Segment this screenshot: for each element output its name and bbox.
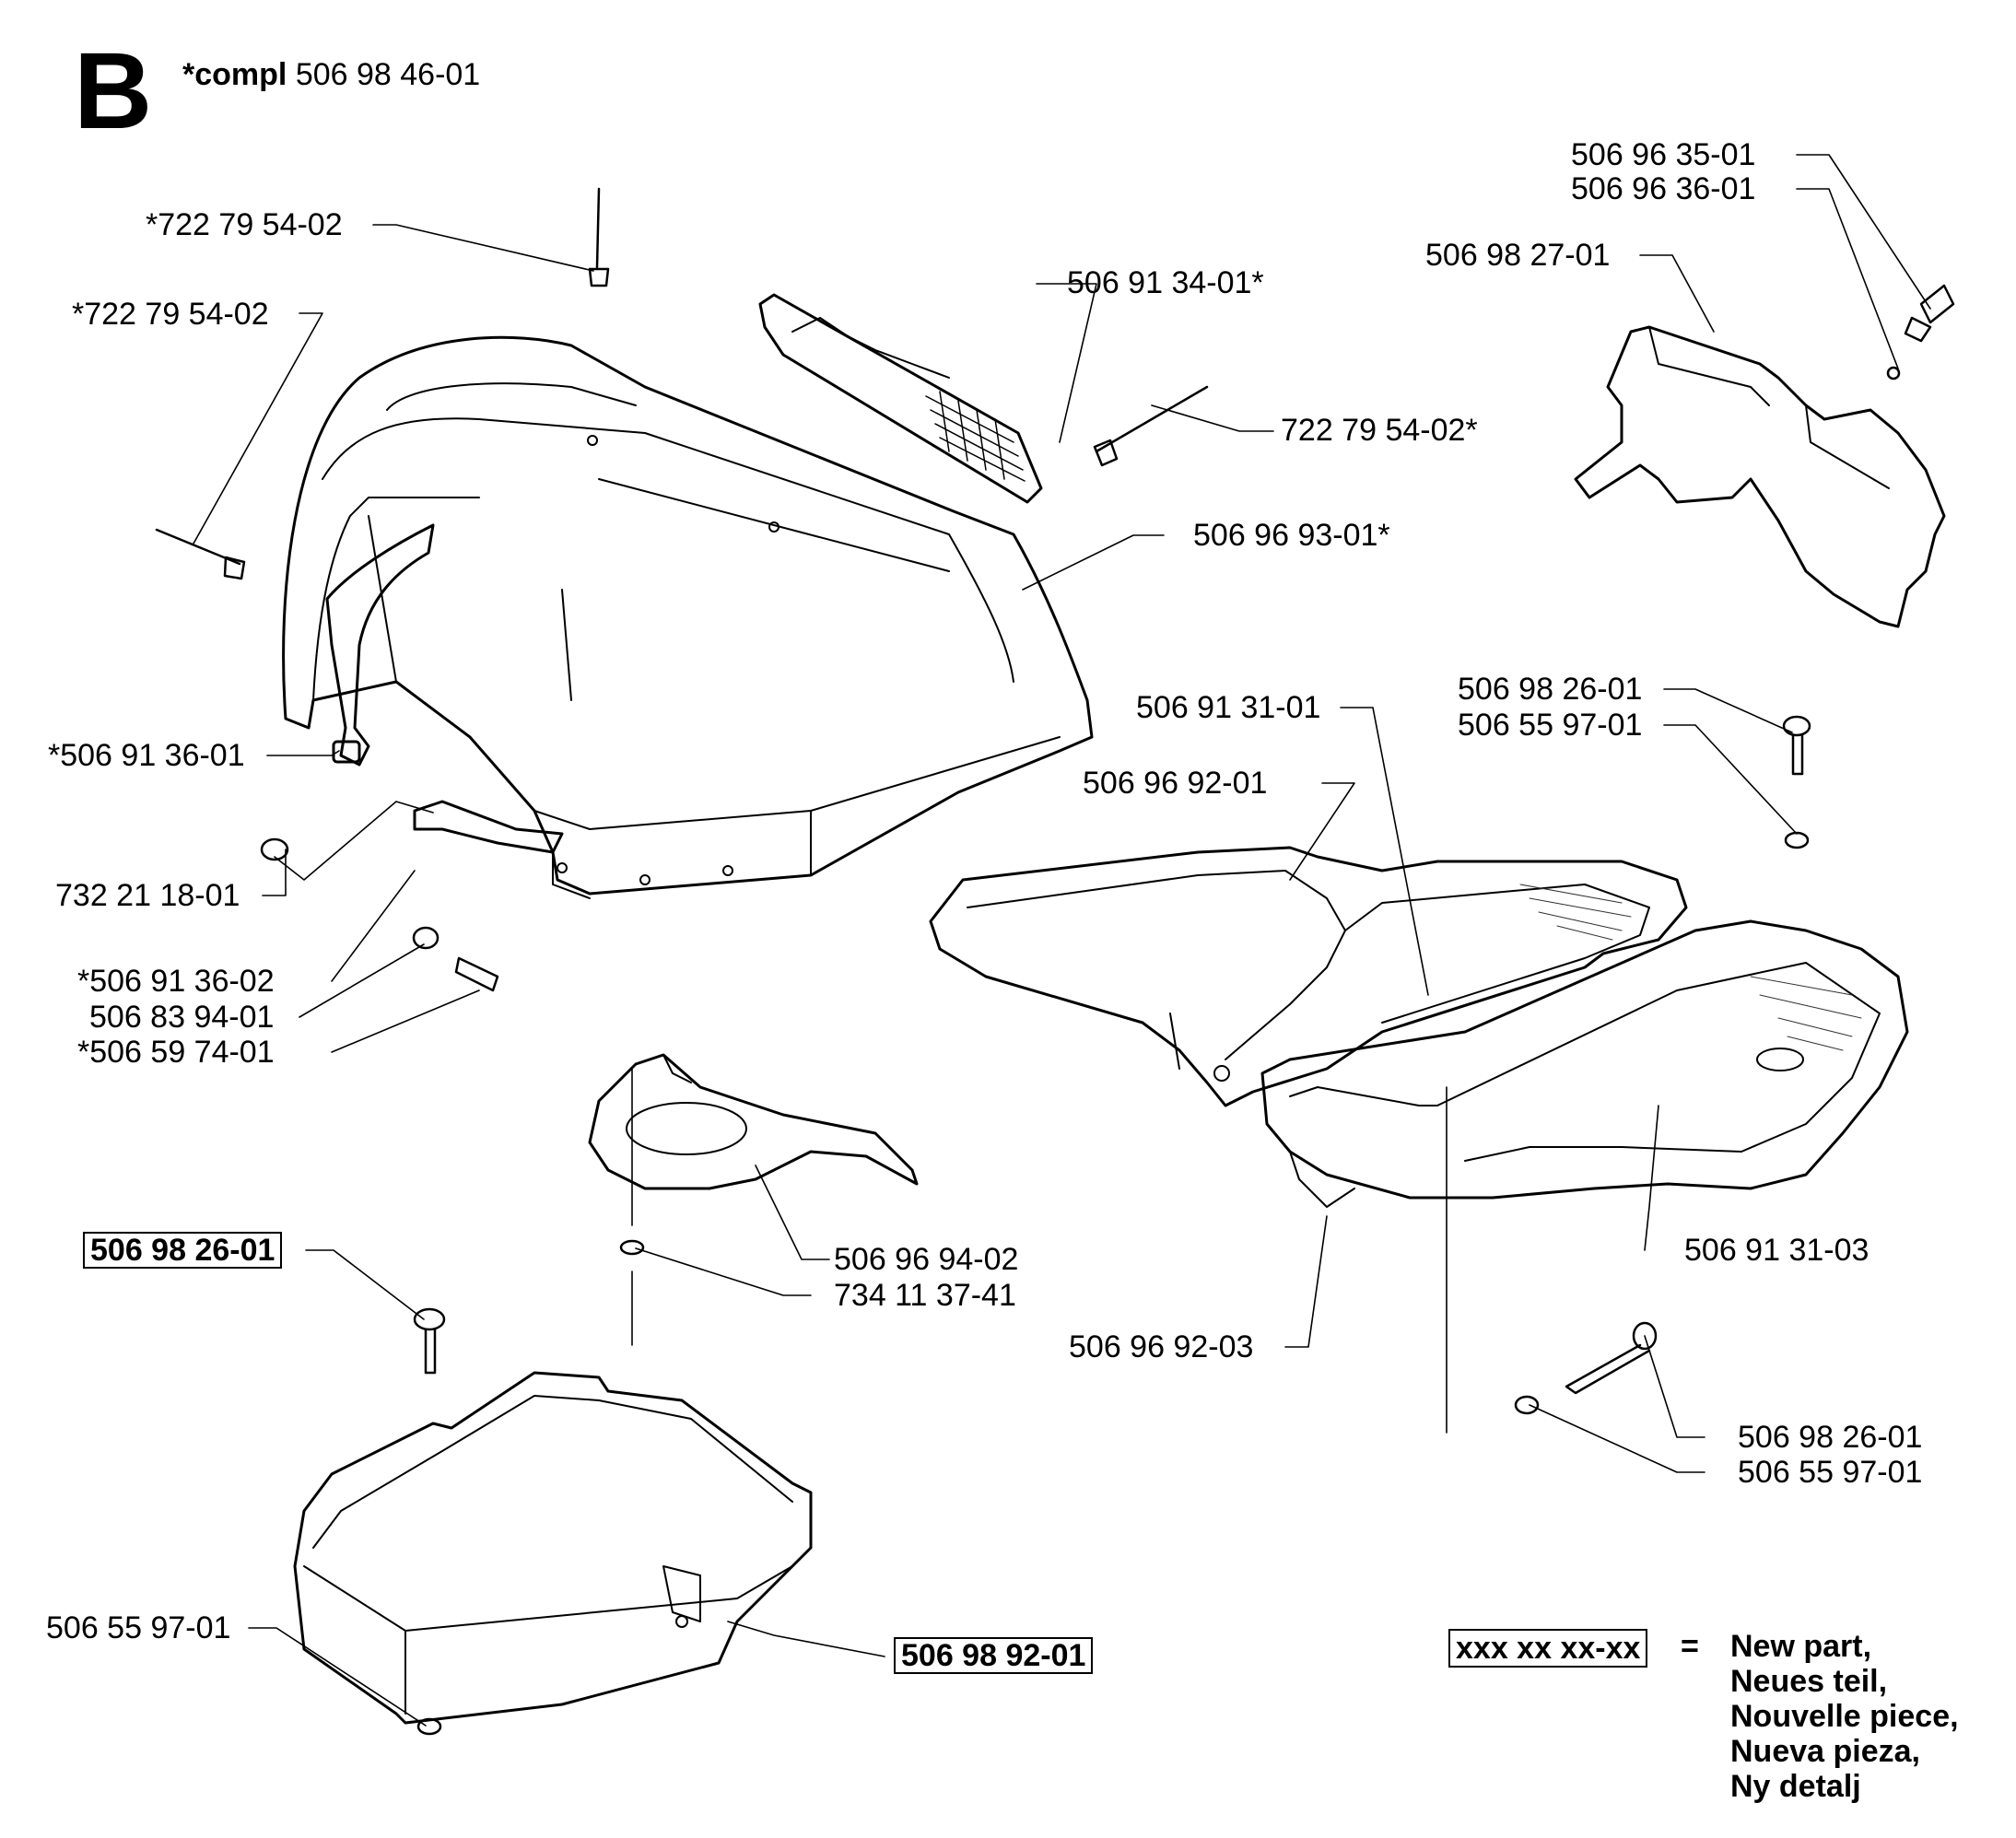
part-label: 734 11 37-41 xyxy=(834,1278,1016,1313)
complete-assembly-number: *compl 506 98 46-01 xyxy=(182,57,480,93)
part-label: 506 91 31-01 xyxy=(1136,690,1321,725)
lower-seat-part xyxy=(1260,919,1909,1208)
grille-plate-part xyxy=(758,293,1043,504)
part-label-new: 506 98 92-01 xyxy=(894,1637,1094,1674)
part-label: 506 91 31-03 xyxy=(1684,1233,1869,1268)
part-label: 722 79 54-02* xyxy=(1281,413,1478,448)
part-label: 506 98 26-01 xyxy=(1458,672,1643,707)
part-label: 506 91 34-01* xyxy=(1067,265,1264,300)
part-label: 506 96 36-01 xyxy=(1571,171,1756,206)
part-label: *506 59 74-01 xyxy=(77,1035,275,1070)
part-label: 506 98 26-01 xyxy=(1738,1420,1923,1455)
part-label: 506 83 94-01 xyxy=(89,1000,275,1035)
side-shield-part xyxy=(1574,325,1946,628)
part-label: 506 98 27-01 xyxy=(1425,238,1611,273)
legend-line: Nueva pieza, xyxy=(1730,1734,1920,1769)
part-label: 506 96 92-03 xyxy=(1069,1329,1254,1364)
legend-line: Nouvelle piece, xyxy=(1730,1699,1959,1734)
section-letter: B xyxy=(74,30,153,152)
part-label: 506 96 93-01* xyxy=(1193,518,1390,553)
part-label: 506 55 97-01 xyxy=(46,1610,231,1645)
part-label-new: 506 98 26-01 xyxy=(83,1232,283,1269)
compl-number: 506 98 46-01 xyxy=(295,57,481,92)
part-label: *506 91 36-02 xyxy=(77,964,275,999)
part-label: *722 79 54-02 xyxy=(146,207,343,242)
tank-bracket-part xyxy=(588,1053,919,1190)
part-label: 506 55 97-01 xyxy=(1738,1455,1923,1490)
part-label: *506 91 36-01 xyxy=(48,738,245,773)
part-label: 506 55 97-01 xyxy=(1458,708,1643,743)
hood-cover-part xyxy=(282,335,1094,899)
part-label: 506 96 35-01 xyxy=(1571,137,1756,172)
legend-text: New part, Neues teil, Nouvelle piece, Nu… xyxy=(1730,1629,1959,1804)
legend-line: New part, xyxy=(1730,1629,1872,1664)
battery-cover-part xyxy=(293,1371,813,1725)
knob-screw-part xyxy=(1886,284,1955,380)
legend-line: Neues teil, xyxy=(1730,1664,1888,1699)
screw-and-washer-parts xyxy=(260,715,1811,1736)
leader-lines xyxy=(193,154,1931,1727)
part-label: 506 96 94-02 xyxy=(834,1242,1019,1277)
seat-tray-part xyxy=(929,846,1688,1107)
part-label: 506 96 92-01 xyxy=(1083,766,1268,801)
pin-fasteners xyxy=(155,187,1209,580)
hood-bracket-part xyxy=(325,523,564,854)
legend-line: Ny detalj xyxy=(1730,1769,1861,1804)
part-label: 732 21 18-01 xyxy=(55,878,240,913)
legend-equals: = xyxy=(1681,1629,1699,1664)
part-label: *722 79 54-02 xyxy=(72,297,269,332)
legend-sample-box: xxx xx xx-xx xyxy=(1448,1629,1648,1668)
compl-prefix: *compl xyxy=(182,57,287,92)
